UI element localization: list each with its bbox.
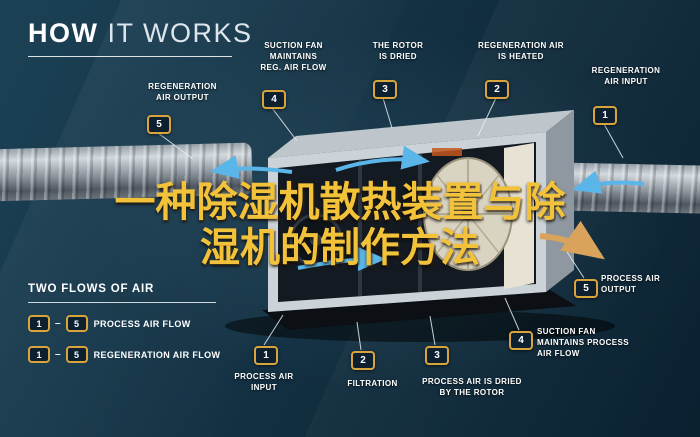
label-regeneration-air-output: REGENERATION AIR OUTPUT [148,82,217,102]
numbox-process-air-input: 1 [254,346,278,365]
regen-air-out-arrow [210,155,293,179]
label-suction-fan-reg-air: SUCTION FAN MAINTAINS REG. AIR FLOW [260,41,327,72]
legend-numbox-from: 1 [28,315,50,332]
legend-row-regeneration-air: 1 – 5 REGENERATION AIR FLOW [28,346,220,363]
regen-air-in-arrow [572,170,645,194]
title-underline [28,56,232,57]
numbox-rotor-is-dried: 3 [373,80,397,99]
label-process-air-dried: PROCESS AIR IS DRIED BY THE ROTOR [422,377,522,397]
process-air-arrow [297,247,386,272]
title-bold: HOW [28,18,99,48]
page-title: HOW IT WORKS [28,18,253,49]
airflow-arrow-top [335,145,430,172]
label-process-air-output: PROCESS AIR OUTPUT [601,274,661,294]
label-rotor-is-dried: THE ROTOR IS DRIED [372,41,424,61]
rotor-hub [461,207,475,221]
legend-heading: TWO FLOWS OF AIR [28,283,155,295]
legend-numbox-from: 1 [28,346,50,363]
numbox-filtration: 2 [351,351,375,370]
numbox-suction-fan-process-air: 4 [509,331,533,350]
numbox-suction-fan-reg-air: 4 [262,90,286,109]
legend-numbox-to: 5 [65,315,88,332]
patent-title-line2: 湿机的制作方法 [200,224,480,271]
numbox-regeneration-air-input: 1 [593,106,617,125]
legend-dash: – [55,349,61,360]
numbox-process-air-output: 5 [574,279,598,298]
label-regeneration-air-input: REGENERATION AIR INPUT [591,66,661,86]
legend-label-process-air-flow: PROCESS AIR FLOW [93,318,191,329]
label-filtration: FILTRATION [347,379,398,388]
numbox-regeneration-air-output: 5 [147,115,171,134]
label-regeneration-air-heated: REGENERATION AIR IS HEATED [478,41,564,61]
label-suction-fan-process-air: SUCTION FAN MAINTAINS PROCESS AIR FLOW [537,327,629,358]
legend-label-regeneration-air-flow: REGENERATION AIR FLOW [93,349,221,360]
machine-base [262,290,576,330]
patent-title-overlay: 一种除湿机散热装置与除 湿机的制作方法 [60,178,620,271]
machine-top-face [268,110,574,158]
legend-numbox-to: 5 [65,346,88,363]
title-light: IT WORKS [98,18,253,48]
page-header: HOW IT WORKS [28,18,253,57]
patent-title-line1: 一种除湿机散热装置与除 [114,178,566,226]
two-flows-legend: TWO FLOWS OF AIR 1 – 5 PROCESS AIR FLOW … [28,283,220,377]
heater-element [432,148,462,156]
suction-fan-hub [310,234,322,246]
process-air-out-arrow [539,220,605,260]
legend-dash: – [55,318,61,329]
legend-row-process-air: 1 – 5 PROCESS AIR FLOW [28,315,220,332]
rotor-cassette-panel [504,143,534,289]
label-process-air-input: PROCESS AIR INPUT [234,372,294,392]
numbox-regeneration-air-heated: 2 [485,80,509,99]
legend-underline [28,302,216,303]
numbox-process-air-dried: 3 [425,346,449,365]
